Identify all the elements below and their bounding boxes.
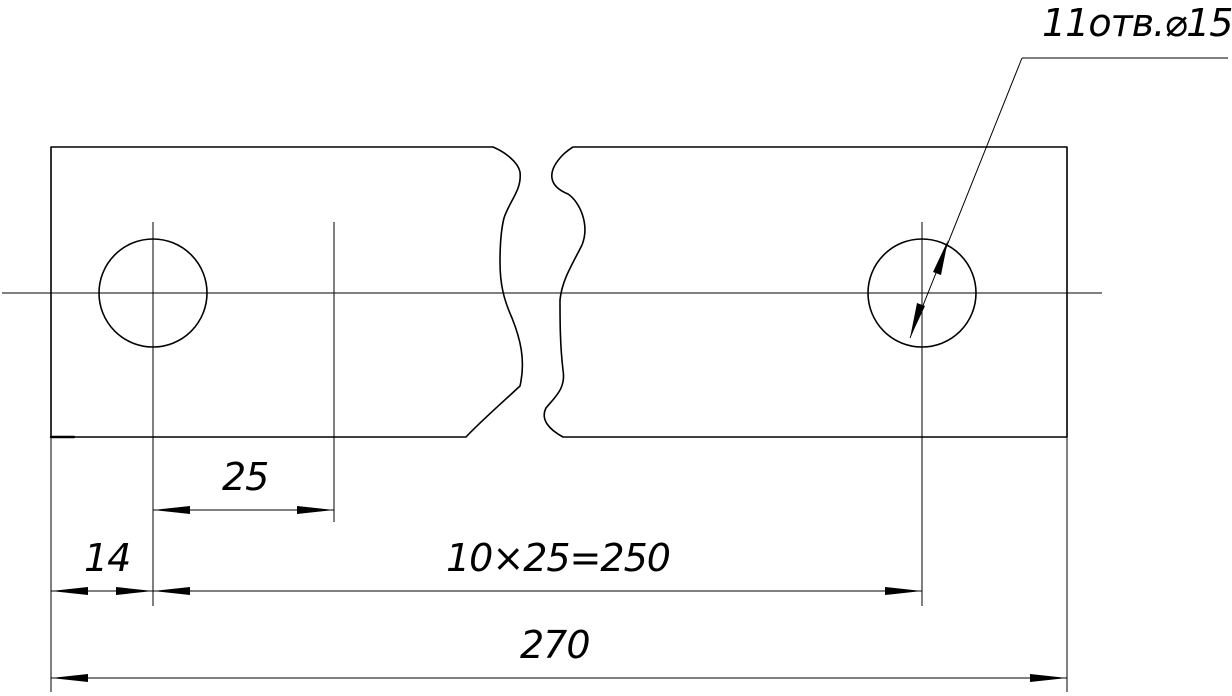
dim-edge-label: 14 <box>84 536 130 580</box>
strip-right-outline <box>543 146 1068 438</box>
dim-chain-label: 10×25=250 <box>446 536 670 580</box>
arrow-total-left <box>51 674 88 682</box>
strip-left-outline <box>50 146 524 438</box>
arrow-edge-right <box>116 587 153 595</box>
dim-pitch-label: 25 <box>222 455 268 499</box>
arrow-callout-lower <box>910 303 925 338</box>
arrow-edge-left <box>51 587 88 595</box>
callout-leader <box>909 57 1023 339</box>
arrow-total-right <box>1030 674 1067 682</box>
arrow-chain-left <box>153 587 190 595</box>
arrow-pitch-right <box>297 506 334 514</box>
arrow-callout-upper <box>933 240 948 275</box>
dim-total-label: 270 <box>520 623 590 667</box>
arrow-pitch-left <box>153 506 190 514</box>
arrow-chain-right <box>885 587 922 595</box>
hole-callout-label: 11отв.⌀15 <box>1042 1 1232 45</box>
